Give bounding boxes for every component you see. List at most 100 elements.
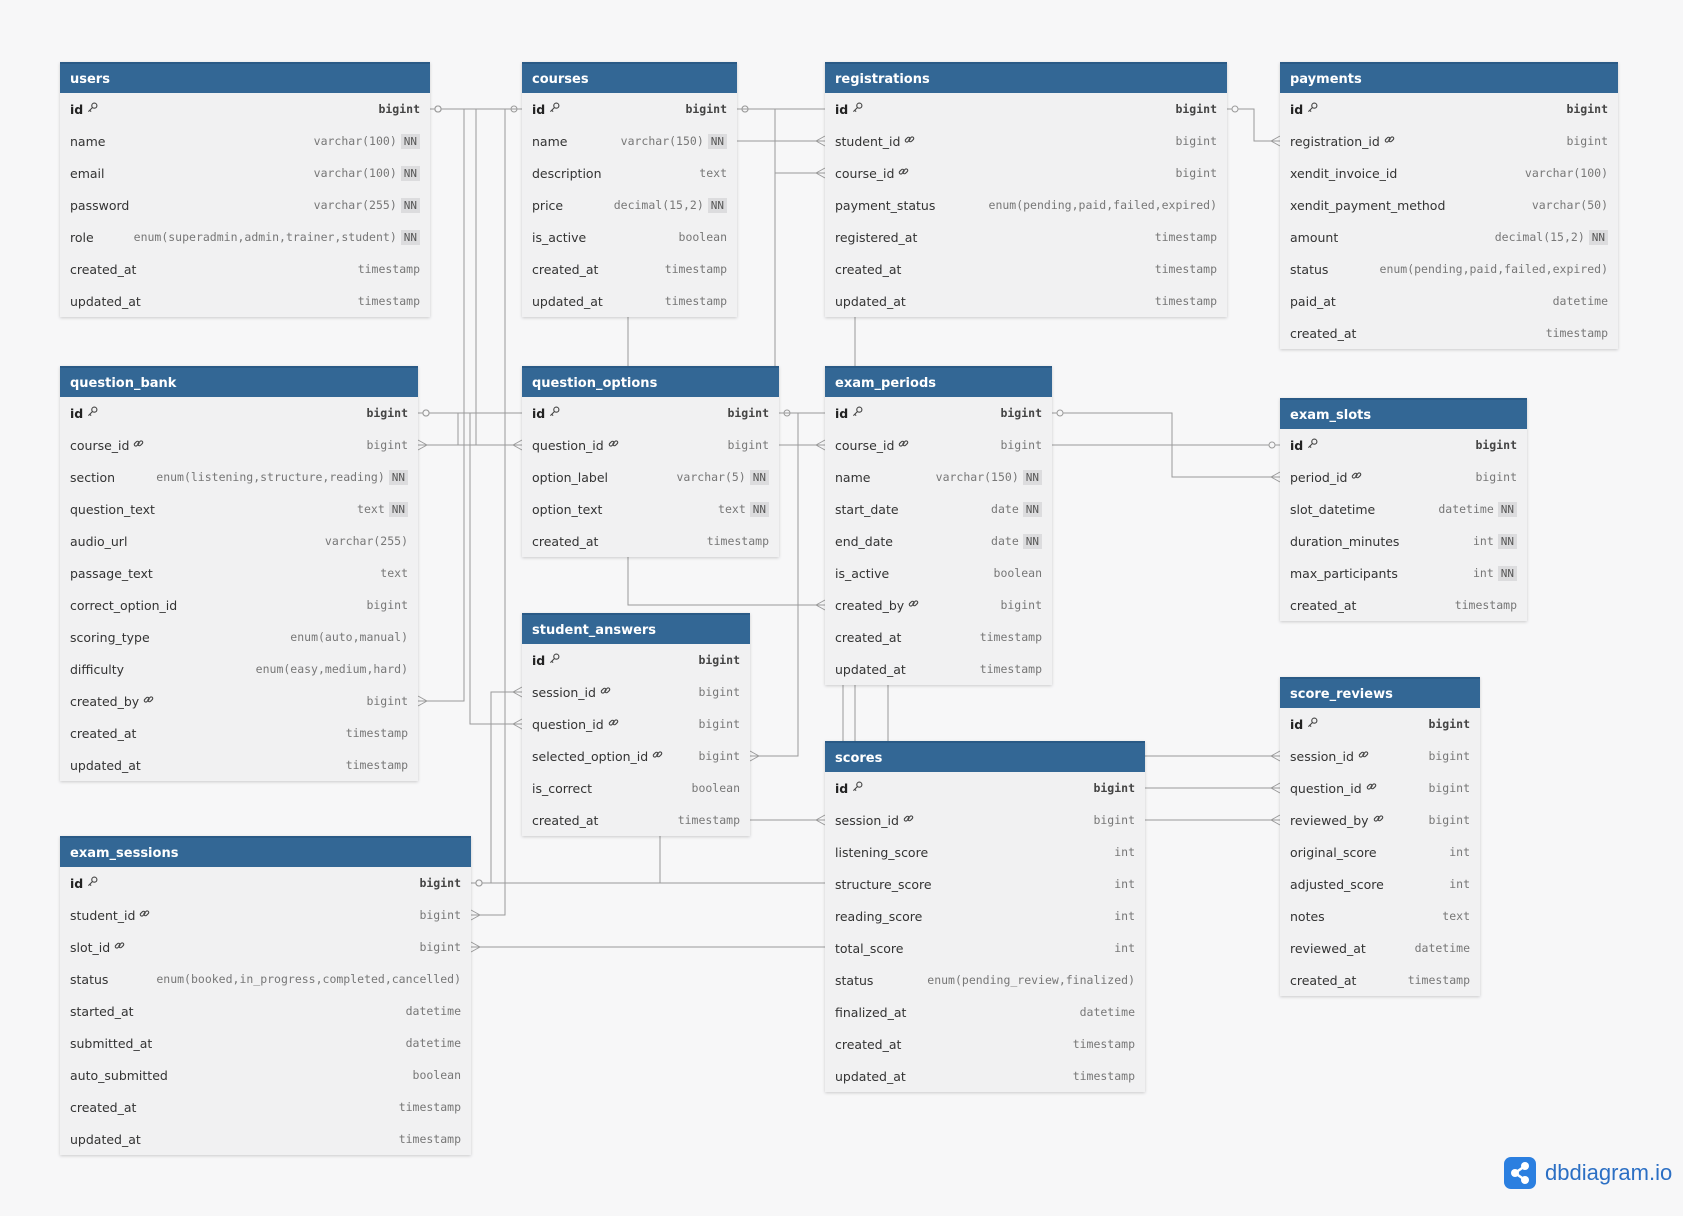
table-title[interactable]: question_bank <box>60 366 418 397</box>
relationship-edge[interactable] <box>430 108 506 916</box>
brand-watermark[interactable]: dbdiagram.io <box>1504 1157 1672 1189</box>
relationship-edge[interactable] <box>471 691 522 884</box>
table-title[interactable]: exam_sessions <box>60 836 471 867</box>
table-title[interactable]: question_options <box>522 366 779 397</box>
table-title[interactable]: registrations <box>825 62 1227 93</box>
table-title[interactable]: score_reviews <box>1280 677 1480 708</box>
table-title[interactable]: payments <box>1280 62 1618 93</box>
table-title[interactable]: student_answers <box>522 613 750 644</box>
table-title[interactable]: exam_slots <box>1280 398 1527 429</box>
relationship-edge[interactable] <box>1227 108 1280 142</box>
table-title[interactable]: exam_periods <box>825 366 1052 397</box>
relationship-edge[interactable] <box>418 108 522 446</box>
table-title[interactable]: courses <box>522 62 737 93</box>
relationship-edge[interactable] <box>471 444 1280 948</box>
table-title[interactable]: scores <box>825 741 1145 772</box>
